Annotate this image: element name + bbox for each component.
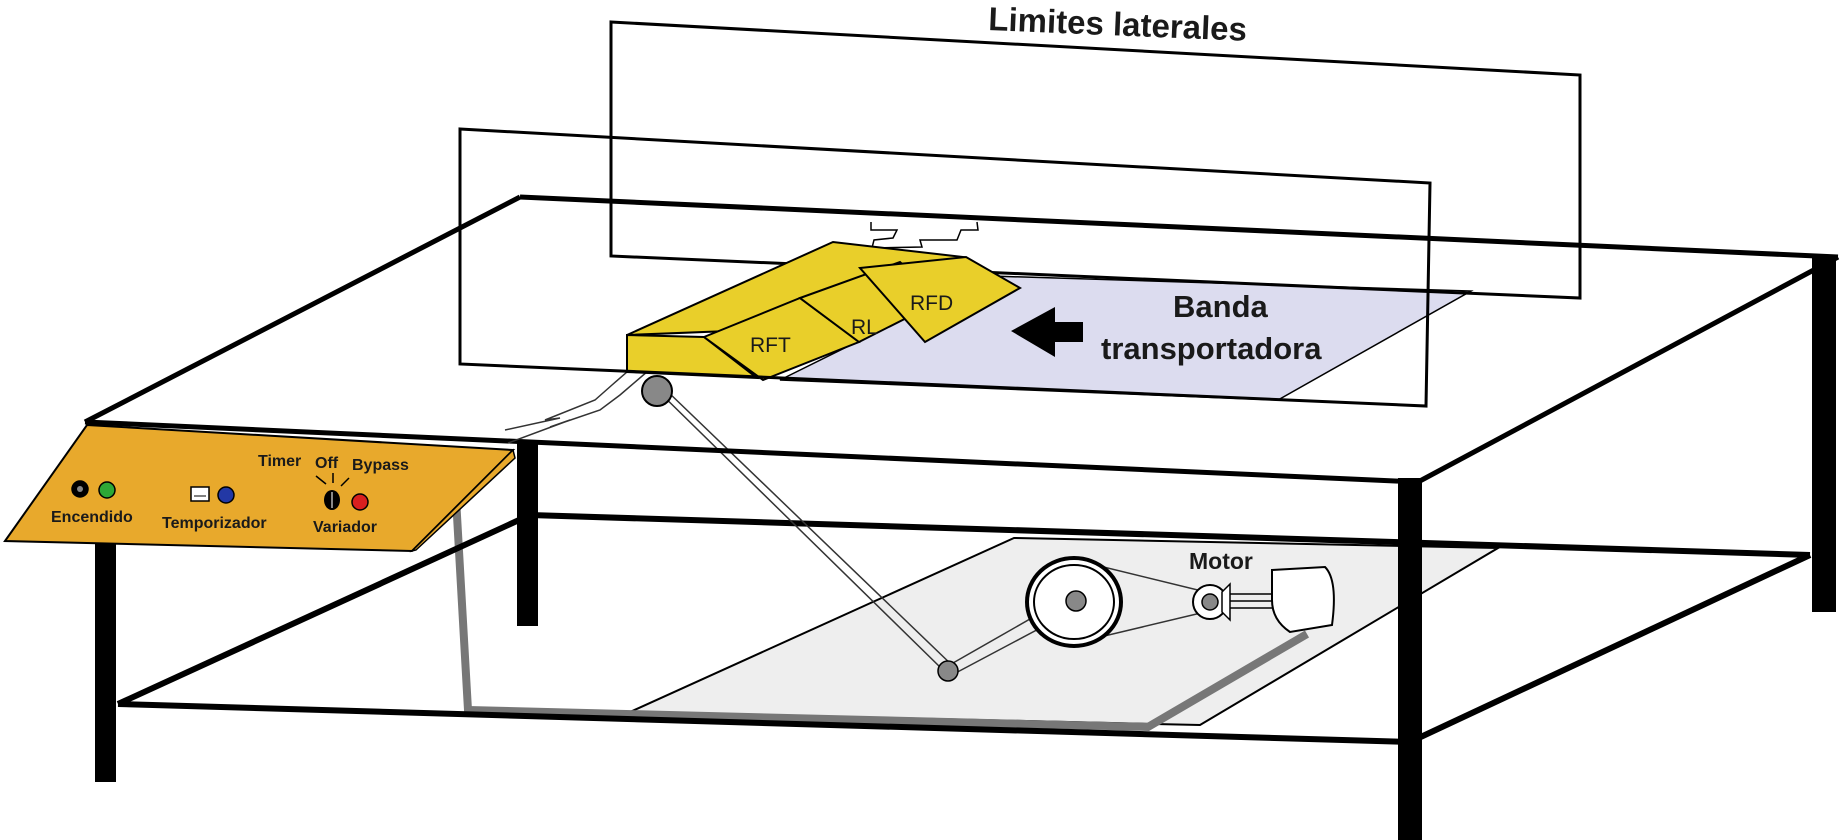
side-limits-title: Limites laterales	[988, 0, 1248, 48]
leg-front-right	[1398, 478, 1422, 840]
table-top-frame	[83, 194, 1840, 485]
bypass-option-label: Bypass	[352, 457, 409, 474]
timer-display-icon[interactable]	[190, 486, 210, 502]
leg-back-right	[1812, 255, 1836, 612]
lower-frame	[116, 512, 1812, 745]
panel-side	[409, 448, 516, 553]
table-legs	[95, 255, 1836, 840]
flywheel	[1025, 556, 1123, 648]
crank-pivot	[937, 660, 959, 682]
motor-assembly	[1192, 565, 1335, 634]
side-limit-back	[609, 20, 1582, 300]
control-panel: Encendido Temporizador Timer Off Bypass …	[3, 423, 516, 553]
timer-option-label: Timer	[258, 453, 301, 470]
piece-pivot	[641, 375, 673, 407]
timer-led-blue	[217, 486, 235, 504]
conveyor-label-line2: transportadora	[1101, 331, 1322, 366]
yellow-piece	[626, 240, 1023, 382]
variador-label: Variador	[313, 519, 377, 536]
rft-label: RFT	[750, 334, 791, 357]
direction-arrow-icon	[1011, 307, 1083, 357]
side-limit-front	[458, 127, 1432, 408]
motor-label: Motor	[1189, 548, 1253, 574]
leg-back-left	[517, 440, 538, 626]
support-link-lower	[504, 357, 656, 444]
power-led-green	[98, 481, 116, 499]
variador-led-red	[351, 493, 369, 511]
piece-rfd	[857, 255, 1023, 344]
support-rod	[452, 497, 1310, 732]
off-option-label: Off	[315, 455, 339, 472]
encendido-label: Encendido	[51, 509, 133, 526]
motor-body	[1271, 565, 1335, 634]
conveyor-label-line1: Banda	[1173, 289, 1269, 324]
leg-front-left	[95, 520, 116, 782]
rfd-label: RFD	[910, 292, 953, 315]
temporizador-label: Temporizador	[162, 515, 267, 532]
rl-label: RL	[851, 316, 878, 339]
support-link-upper	[870, 221, 979, 249]
